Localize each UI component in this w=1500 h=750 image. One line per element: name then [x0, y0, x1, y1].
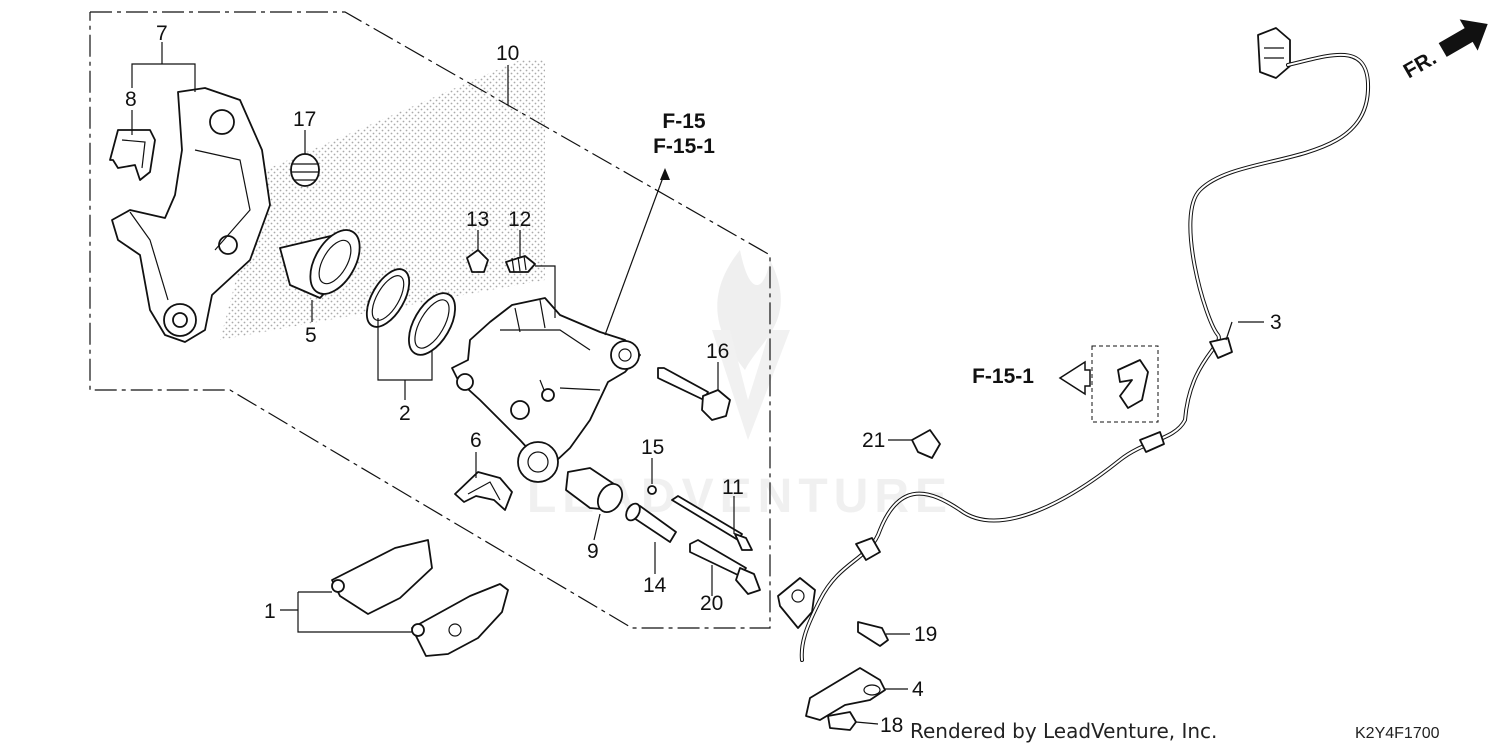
callout-17: 17: [293, 108, 316, 131]
small-o-ring: [647, 485, 657, 495]
piston-seals: [365, 268, 456, 356]
caliper-piston: [279, 229, 361, 299]
assembly-boundary: [89, 11, 771, 629]
caliper-body: [451, 297, 641, 483]
callout-16: 16: [706, 340, 729, 363]
pin-boot: [565, 467, 624, 514]
ref-label-f15-1-left: F-15-1: [972, 365, 1034, 388]
abs-speed-sensor: [777, 27, 1371, 662]
brake-pad-set: [331, 539, 509, 657]
callout-14: 14: [643, 574, 667, 597]
callout-13: 13: [466, 208, 489, 231]
ref-label-f15: F-15: [662, 110, 706, 133]
callout-9: 9: [587, 540, 599, 563]
caliper-bracket: [111, 87, 271, 343]
reference-arrow-icon: [1058, 360, 1091, 396]
callout-11: 11: [722, 476, 744, 499]
pad-spring: [454, 471, 513, 511]
callout-19: 19: [914, 623, 937, 646]
callout-2: 2: [399, 402, 411, 425]
leader-lines: [131, 42, 1264, 725]
callout-6: 6: [470, 429, 482, 452]
diagram-code: K2Y4F1700: [1355, 725, 1440, 742]
pin-sleeve: [625, 502, 677, 543]
rubber-boot: [290, 153, 320, 187]
caliper-bolt: [689, 539, 761, 595]
callout-18: 18: [880, 714, 903, 737]
clamp-inset-box: [1091, 345, 1159, 423]
callout-15: 15: [641, 436, 664, 459]
clamp-inset-part: [1117, 359, 1149, 409]
callout-7: 7: [156, 22, 168, 45]
front-direction-arrow-icon: [1438, 19, 1488, 57]
caliper-pin-bolt: [657, 367, 731, 421]
callout-numbers: 7 8 17 10 5 2 13 12 16 6 15 11 9 14 20 1…: [125, 22, 1282, 737]
front-direction-label: FR.: [1400, 46, 1441, 83]
callout-21: 21: [862, 429, 885, 452]
bleeder-cap: [466, 249, 489, 273]
sensor-stay: [805, 667, 886, 721]
callout-3: 3: [1270, 311, 1282, 334]
callout-20: 20: [700, 592, 723, 615]
callout-4: 4: [912, 678, 924, 701]
stay-bolt: [827, 711, 857, 731]
bracket-clip: [109, 129, 156, 181]
callout-12: 12: [508, 208, 531, 231]
sensor-bolt: [857, 621, 889, 647]
bleeder-valve: [505, 255, 536, 273]
wire-clip: [911, 429, 941, 459]
footer-rendered-by: Rendered by LeadVenture, Inc.: [910, 719, 1217, 743]
callout-1: 1: [264, 600, 276, 623]
ref-label-f15-1-top: F-15-1: [653, 135, 715, 158]
callout-8: 8: [125, 88, 137, 111]
slide-pin: [671, 495, 753, 551]
callout-10: 10: [496, 42, 519, 65]
callout-5: 5: [305, 324, 317, 347]
